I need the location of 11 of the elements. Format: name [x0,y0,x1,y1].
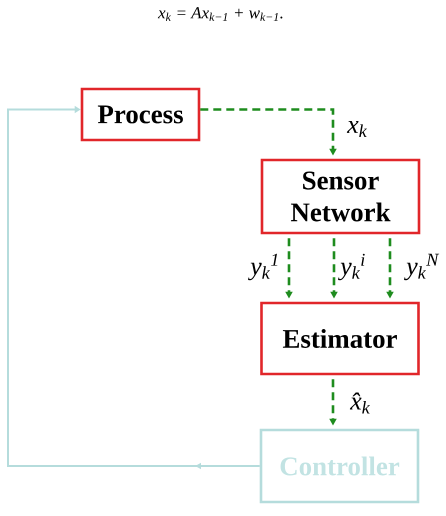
edge-label: y$_{k}$N [404,254,440,280]
process-box: Process [80,88,200,142]
edge-label: y$_{k}$i [338,254,365,280]
edge-label: x̂$_{k}$ [350,392,370,414]
process-box: Estimator [260,302,420,376]
process-box: Sensor Network [260,158,420,234]
edge-label: y$_{k}$1 [248,254,278,280]
arrow [7,106,260,470]
edge-label: x$_{k}$ [346,121,367,137]
equation: x$_{k}$ = Ax$_{k−1}$ + w$_{k−1}$. [158,7,282,21]
process-box: Controller [260,428,420,504]
